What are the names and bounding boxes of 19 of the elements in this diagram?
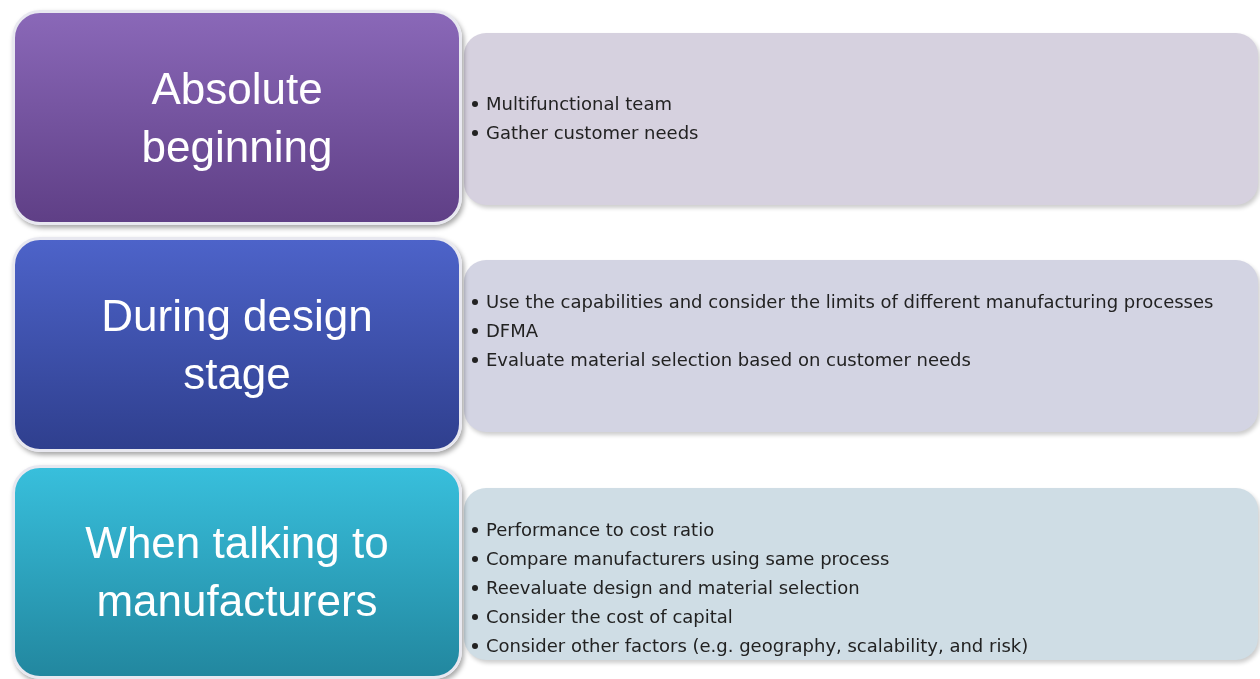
stage-box — [12, 237, 462, 452]
bullet-item: Compare manufacturers using same process — [486, 547, 890, 571]
bullet-item: Performance to cost ratio — [486, 518, 715, 542]
stage-box — [12, 10, 462, 225]
bullet-panel — [464, 488, 1258, 660]
bullet-item: Multifunctional team — [486, 92, 672, 116]
bullet-item: DFMA — [486, 319, 539, 343]
bullet-item: Gather customer needs — [486, 121, 699, 145]
stage-title: Absolute beginning — [140, 62, 334, 173]
stage-title: When talking to manufacturers — [84, 517, 390, 627]
stage-title: During design stage — [100, 289, 374, 400]
bullet-item: Use the capabilities and consider the limits of different manufacturing processes — [486, 290, 1214, 314]
bullet-panel — [464, 260, 1258, 432]
bullet-item: Consider other factors (e.g. geography, scalability, and risk) — [486, 634, 1029, 658]
bullet-item: Reevaluate design and material selection — [486, 576, 860, 600]
bullet-panel — [464, 33, 1258, 205]
stage-box — [12, 465, 462, 679]
bullet-item: Consider the cost of capital — [486, 605, 733, 629]
bullet-item: Evaluate material selection based on customer needs — [486, 348, 971, 372]
